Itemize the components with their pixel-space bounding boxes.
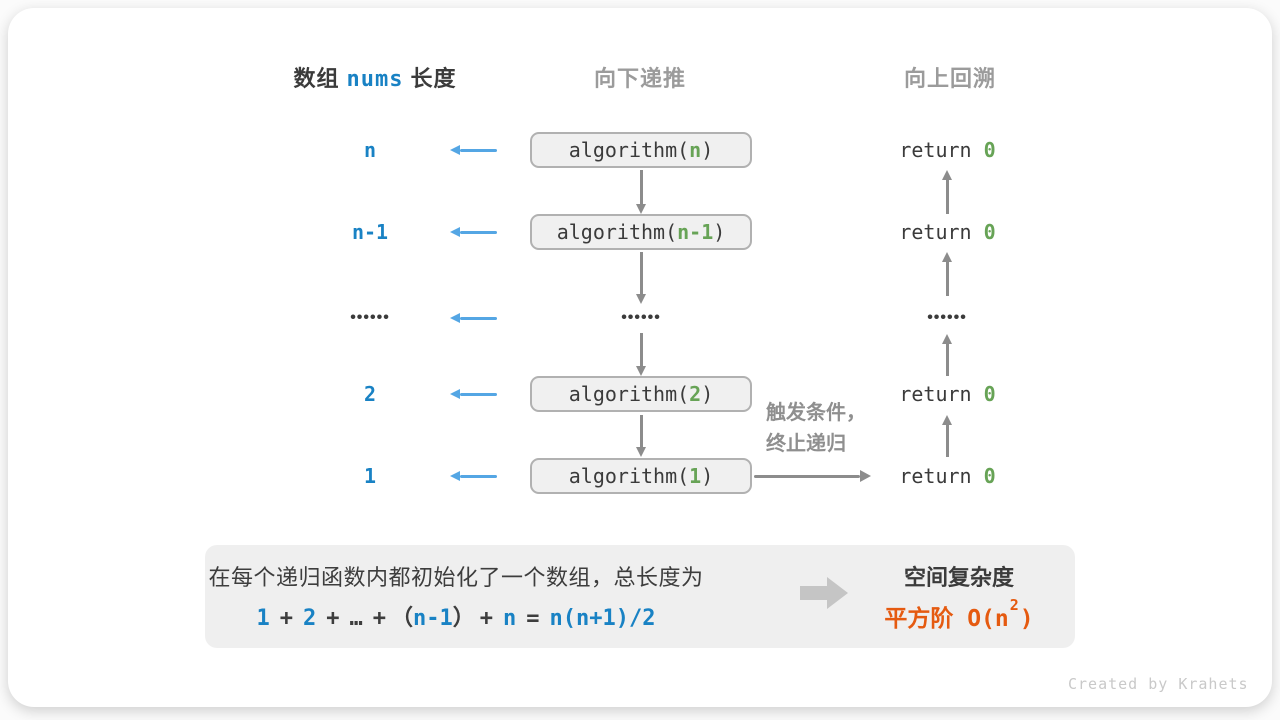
return-value: 0 — [983, 220, 996, 244]
ellipsis-middle: •••••• — [621, 309, 661, 326]
eq-token: + — [279, 606, 293, 631]
left-arrow-icon — [450, 312, 497, 324]
return-keyword: return — [899, 464, 972, 488]
eq-token: n-1 — [413, 606, 453, 631]
backtrack-up-arrow-icon — [941, 252, 953, 296]
eq-token: + — [372, 606, 386, 631]
header-array-label: 数组 — [293, 66, 340, 91]
return-keyword: return — [899, 382, 972, 406]
complexity-suffix: ) — [1019, 606, 1034, 632]
call-arg: n — [689, 138, 702, 162]
recurse-down-arrow-icon — [635, 170, 647, 214]
eq-token: 2 — [303, 606, 317, 631]
return-value: 0 — [983, 464, 996, 488]
backtrack-up-arrow-icon — [941, 415, 953, 457]
eq-token: n — [503, 606, 517, 631]
length-label-n-1: n-1 — [351, 220, 389, 244]
call-arg: n-1 — [677, 220, 714, 244]
call-suffix: ) — [713, 220, 726, 244]
header-nums-code: nums — [346, 67, 404, 92]
length-label-n: n — [363, 138, 377, 162]
left-arrow-icon — [450, 470, 497, 482]
return-statement: return 0 — [880, 464, 1015, 488]
return-keyword: return — [899, 220, 972, 244]
recurse-down-arrow-icon — [635, 415, 647, 457]
complexity-title: 空间复杂度 — [903, 565, 1014, 590]
eq-token: + — [326, 606, 340, 631]
recurse-down-arrow-icon — [635, 333, 647, 376]
complexity-value: 平方阶 O(n2) — [850, 596, 1068, 633]
call-prefix: algorithm( — [556, 220, 678, 244]
left-arrow-icon — [450, 388, 497, 400]
left-arrow-icon — [450, 226, 497, 238]
terminate-line1: 触发条件， — [766, 402, 866, 424]
summary-text: 在每个递归函数内都初始化了一个数组，总长度为 — [208, 565, 704, 590]
summary-panel — [205, 545, 1075, 648]
call-suffix: ) — [701, 382, 714, 406]
return-statement: return 0 — [880, 382, 1015, 406]
left-arrow-icon — [450, 144, 497, 156]
terminate-note: 触发条件， 终止递归 — [766, 398, 866, 460]
return-value: 0 — [983, 382, 996, 406]
length-label-2: 2 — [363, 382, 377, 406]
return-statement: return 0 — [880, 220, 1015, 244]
complexity-prefix: 平方阶 O(n — [884, 606, 1009, 632]
call-box-2: algorithm(2) — [530, 376, 752, 412]
eq-token: … — [349, 606, 363, 631]
call-prefix: algorithm( — [568, 464, 690, 488]
length-label-1: 1 — [363, 464, 377, 488]
column-header-backtrack-up: 向上回溯 — [903, 66, 996, 91]
eq-token: = — [526, 606, 540, 631]
column-header-recurse-down: 向下递推 — [593, 66, 686, 91]
implies-arrow-icon — [800, 577, 848, 609]
base-case-right-arrow-icon — [754, 470, 871, 482]
eq-token: （ — [391, 606, 414, 631]
call-arg: 2 — [689, 382, 702, 406]
call-prefix: algorithm( — [568, 382, 690, 406]
return-keyword: return — [899, 138, 972, 162]
backtrack-up-arrow-icon — [941, 170, 953, 214]
call-box-n-1: algorithm(n-1) — [530, 214, 752, 250]
call-box-n: algorithm(n) — [530, 132, 752, 168]
return-value: 0 — [983, 138, 996, 162]
header-length-label: 长度 — [410, 66, 457, 91]
call-box-1: algorithm(1) — [530, 458, 752, 494]
summary-equation: 1+2+…+（n-1）+n=n(n+1)/2 — [205, 600, 707, 632]
call-suffix: ) — [701, 138, 714, 162]
call-suffix: ) — [701, 464, 714, 488]
eq-token: 1 — [256, 606, 270, 631]
backtrack-up-arrow-icon — [941, 334, 953, 376]
eq-token: + — [479, 606, 494, 631]
ellipsis-left: •••••• — [350, 309, 390, 326]
call-arg: 1 — [689, 464, 702, 488]
complexity-exponent: 2 — [1009, 596, 1019, 615]
call-prefix: algorithm( — [568, 138, 690, 162]
terminate-line2: 终止递归 — [766, 433, 846, 455]
ellipsis-right: •••••• — [927, 309, 967, 326]
recurse-down-arrow-icon — [635, 252, 647, 304]
eq-token: ） — [452, 606, 475, 631]
watermark: Created by Krahets — [1068, 675, 1249, 693]
return-statement: return 0 — [880, 138, 1015, 162]
eq-token: n(n+1)/2 — [549, 606, 656, 631]
